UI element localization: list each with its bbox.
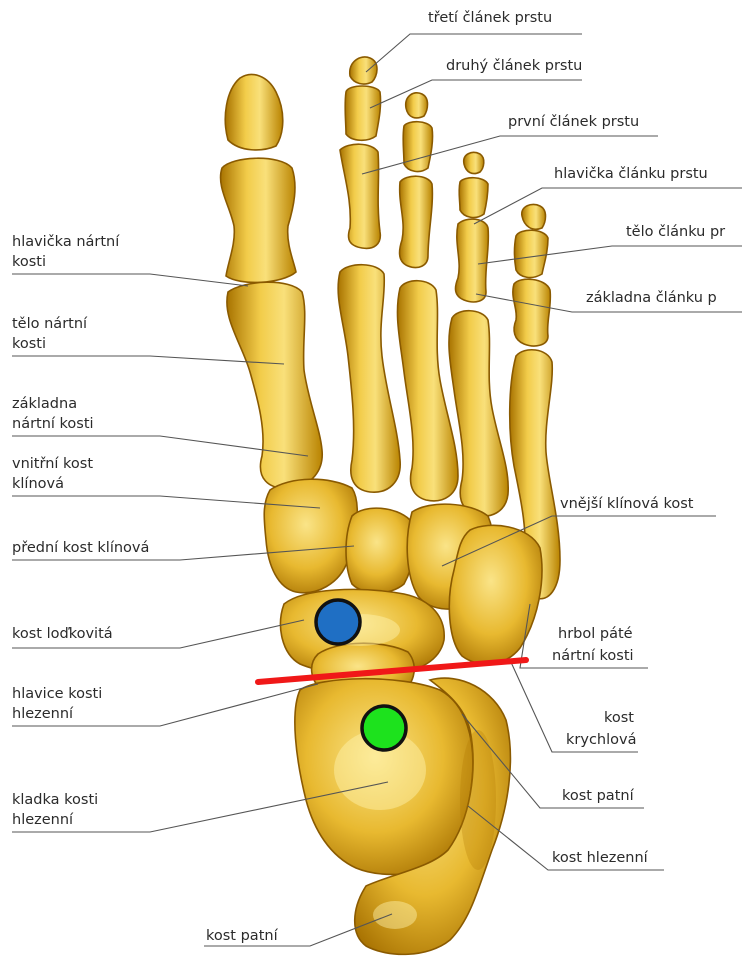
label-telo-nartni-1: tělo nártní (12, 316, 88, 332)
label-prvni-clanek: první článek prstu (508, 114, 639, 130)
big-toe-distal-phalanx (225, 74, 282, 149)
blue-dot-marker (316, 600, 360, 644)
label-hlavicka-nartni-2: kosti (12, 254, 46, 270)
label-krychlova-2: krychlová (566, 732, 636, 748)
label-kladka-1: kladka kosti (12, 792, 98, 808)
fifth-toe-middle (515, 230, 549, 277)
label-vnitrni-klinova-1: vnitřní kost (12, 456, 93, 472)
label-hrbol-2: nártní kosti (552, 648, 634, 664)
second-toe-proximal (340, 144, 380, 248)
label-zakladna-clanku: základna článku p (586, 290, 717, 306)
label-zakladna-nartni-1: základna (12, 396, 77, 412)
label-hlavicka-nartni-1: hlavička nártní (12, 234, 120, 250)
intermediate-cuneiform (346, 508, 414, 593)
fourth-metatarsal (449, 311, 508, 516)
leader-hlavicka-clanku (474, 188, 742, 224)
leader-druhy-clanek (370, 80, 582, 108)
label-krychlova-1: kost (604, 710, 634, 726)
label-zakladna-nartni-2: nártní kosti (12, 416, 94, 432)
fourth-toe-distal (464, 152, 484, 173)
label-treti-clanek: třetí článek prstu (428, 10, 552, 26)
label-hrbol-1: hrbol páté (558, 626, 633, 642)
fourth-toe-proximal (456, 219, 489, 302)
second-toe-middle (345, 86, 380, 140)
fifth-toe-proximal (513, 279, 551, 346)
leader-hlavicka-nartni (12, 274, 248, 286)
cuboid (449, 525, 542, 664)
second-toe-distal (350, 57, 377, 84)
medial-cuneiform (264, 479, 357, 593)
label-lodkovita: kost loďkovitá (12, 626, 113, 642)
third-toe-proximal (400, 176, 433, 267)
label-telo-clanku: tělo článku pr (626, 224, 725, 240)
leader-telo-nartni (12, 356, 284, 364)
label-telo-nartni-2: kosti (12, 336, 46, 352)
third-toe-middle (403, 122, 432, 172)
third-toe-distal (406, 93, 428, 118)
second-metatarsal (338, 265, 400, 492)
label-hlezenni-right: kost hlezenní (552, 850, 649, 866)
calcaneus-shadow (460, 730, 496, 870)
label-vnitrni-klinova-2: klínová (12, 476, 64, 492)
label-druhy-clanek: druhý článek prstu (446, 58, 582, 74)
bones (221, 57, 560, 954)
fourth-toe-middle (459, 178, 488, 218)
third-metatarsal (397, 281, 458, 501)
big-toe-proximal-phalanx (221, 158, 296, 282)
label-vnejsi-klinova: vnější klínová kost (560, 496, 694, 512)
label-patni-right: kost patní (562, 788, 635, 804)
fifth-toe-distal (522, 204, 546, 229)
heel-highlight (373, 901, 417, 929)
label-hlavice-1: hlavice kosti (12, 686, 102, 702)
label-predni-klinova: přední kost klínová (12, 540, 149, 556)
label-hlavicka-clanku: hlavička článku prstu (554, 166, 708, 182)
label-patni-bottom: kost patní (206, 928, 279, 944)
label-kladka-2: hlezenní (12, 812, 74, 828)
first-metatarsal (227, 282, 322, 488)
green-dot-marker (362, 706, 406, 750)
label-hlavice-2: hlezenní (12, 706, 74, 722)
